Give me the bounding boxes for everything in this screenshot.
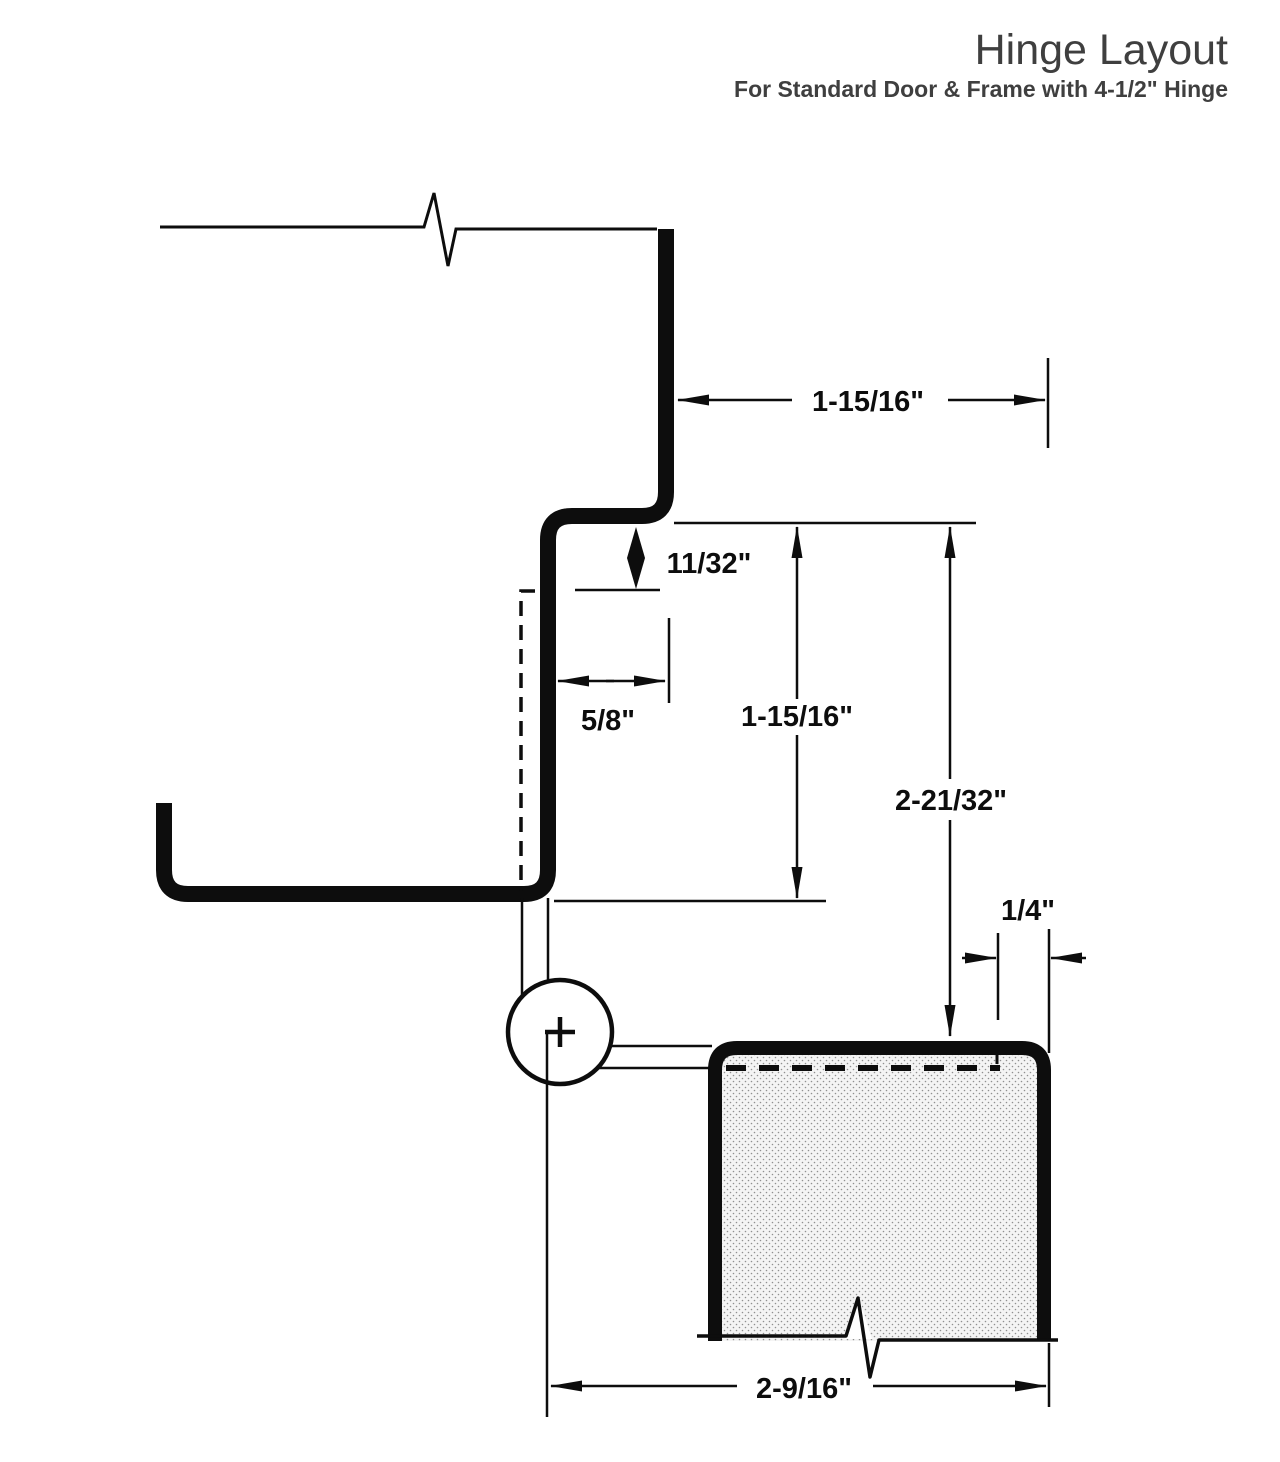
page-title: Hinge Layout [975, 26, 1228, 74]
dim-stop-offset: 11/32" [575, 527, 752, 592]
dim-label: 2-21/32" [895, 785, 1007, 817]
hinge-center-cross [545, 1017, 575, 1047]
dim-label: 11/32" [667, 548, 752, 580]
door-break-notch [845, 1295, 872, 1339]
dim-frame-step-to-door: 2-21/32" [895, 526, 1007, 1037]
dim-hinge-center-to-door-face: 2-9/16" [550, 1343, 1051, 1407]
frame-profile [156, 229, 674, 902]
dim-hinge-backset: 5/8" [557, 618, 671, 737]
dim-door-inset: 1/4" [962, 895, 1086, 1053]
dim-label: 2-9/16" [756, 1373, 852, 1405]
dim-diamond-arrow [627, 527, 645, 589]
door-break-line [697, 1296, 1058, 1379]
dim-label: 1-15/16" [741, 701, 853, 733]
dim-frame-face-to-door-face: 1-15/16" [677, 358, 1050, 448]
wall-break-line [160, 192, 657, 267]
hidden-hinge-leaf-frame [519, 589, 535, 891]
page-subtitle: For Standard Door & Frame with 4-1/2" Hi… [734, 76, 1228, 102]
dim-label: 1-15/16" [812, 386, 924, 418]
door-section [708, 1041, 1051, 1341]
dim-label: 5/8" [581, 705, 635, 737]
dim-rabbet-depth: 1-15/16" [554, 521, 976, 903]
dim-label: 1/4" [1001, 895, 1055, 927]
